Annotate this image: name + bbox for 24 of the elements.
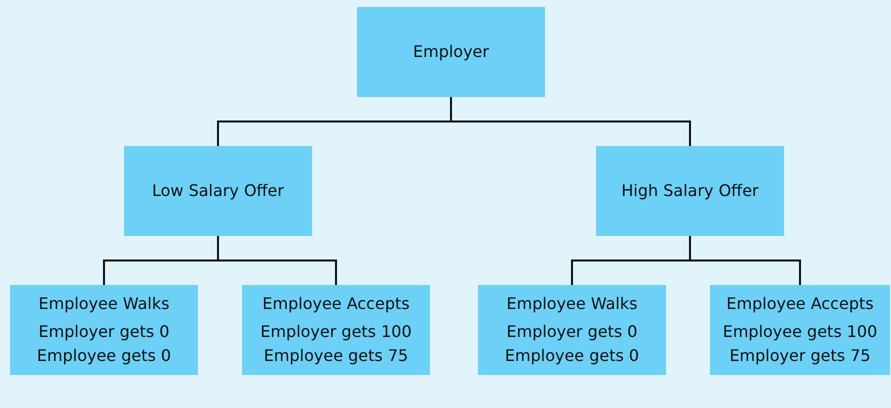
node-box [710, 285, 890, 375]
node-text: High Salary Offer [621, 180, 759, 202]
node-heading: Employee Walks [506, 293, 638, 315]
node-box [124, 146, 312, 236]
node-box [357, 7, 545, 97]
node-heading: Employee Accepts [262, 293, 410, 315]
node-text: Employer gets 0 [506, 321, 638, 343]
node-text: Employee gets 0 [504, 345, 640, 367]
node-box [10, 285, 198, 375]
node-box [242, 285, 430, 375]
node-heading: Employee Walks [38, 293, 170, 315]
node-text: Employer gets 75 [729, 345, 871, 367]
node-text: Employer gets 100 [260, 321, 412, 343]
node-heading: Employee Accepts [726, 293, 874, 315]
node-text: Employer [413, 41, 489, 63]
node-text: Employee gets 100 [722, 321, 878, 343]
node-box [596, 146, 784, 236]
connector-line [217, 236, 337, 285]
node-text: Employee gets 75 [264, 345, 408, 367]
connector-line [450, 97, 691, 146]
node-text: Employer gets 0 [38, 321, 170, 343]
node-box [478, 285, 666, 375]
node-text: Low Salary Offer [152, 180, 284, 202]
node-text: Employee gets 0 [36, 345, 172, 367]
